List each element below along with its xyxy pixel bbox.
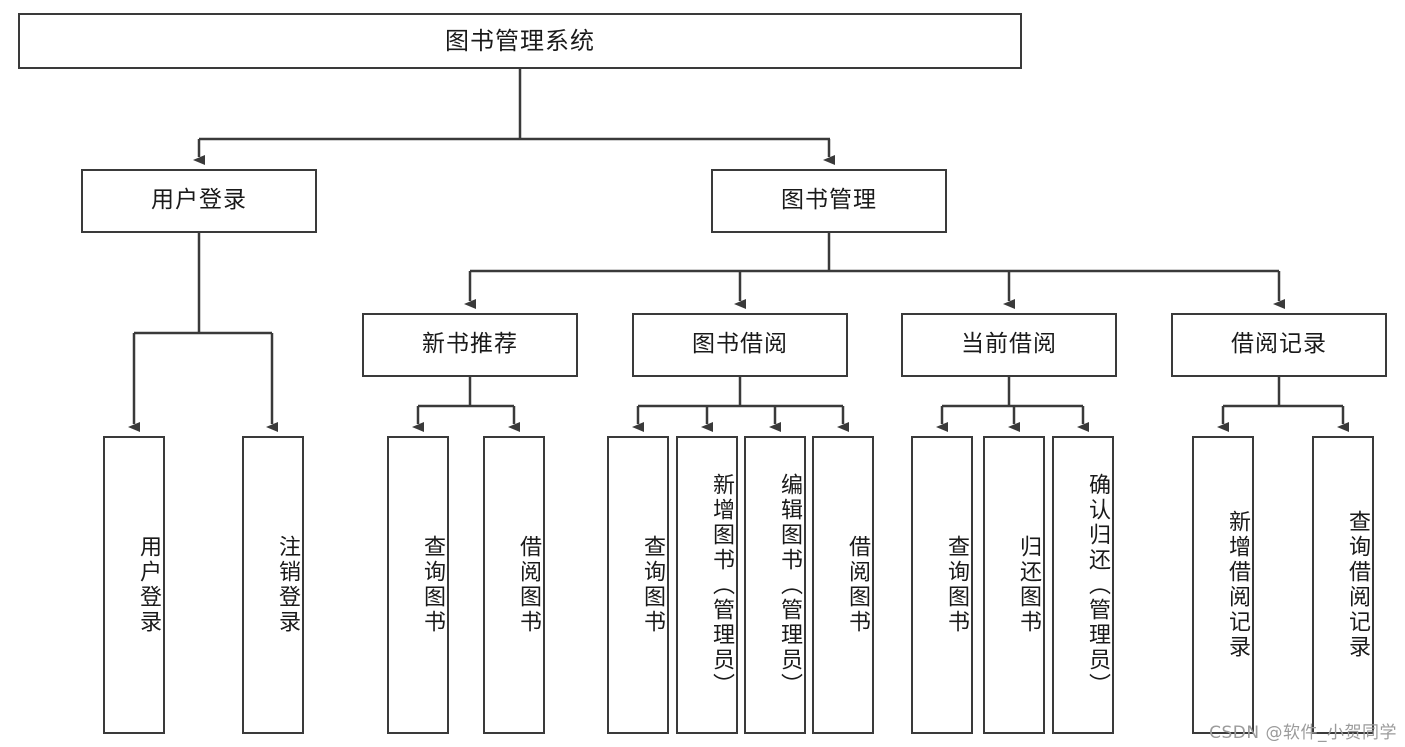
node-leaf-user-login[interactable]: 用户登录: [103, 436, 165, 734]
csdn-watermark: CSDN @软件_小贺同学: [1209, 723, 1397, 743]
node-leaf-user-login-label: 用户登录: [136, 535, 161, 635]
node-borrow-record-label: 借阅记录: [1231, 331, 1327, 358]
node-leaf-edit-book-label: 编辑图书（管理员）: [777, 472, 802, 698]
node-leaf-return-book-label: 归还图书: [1016, 535, 1041, 635]
node-leaf-query-record-label: 查询借阅记录: [1345, 510, 1370, 660]
node-new-book-rec[interactable]: 新书推荐: [362, 313, 578, 377]
node-book-borrow[interactable]: 图书借阅: [632, 313, 848, 377]
node-leaf-borrow-book-1[interactable]: 借阅图书: [483, 436, 545, 734]
node-leaf-confirm-return-label: 确认归还（管理员）: [1085, 472, 1110, 698]
node-leaf-borrow-book-1-label: 借阅图书: [516, 535, 541, 635]
node-leaf-confirm-return[interactable]: 确认归还（管理员）: [1052, 436, 1114, 734]
node-leaf-add-book-label: 新增图书（管理员）: [709, 472, 734, 698]
node-leaf-query-record[interactable]: 查询借阅记录: [1312, 436, 1374, 734]
node-current-borrow-label: 当前借阅: [961, 331, 1057, 358]
node-leaf-query-book-2-label: 查询图书: [640, 535, 665, 635]
node-leaf-edit-book[interactable]: 编辑图书（管理员）: [744, 436, 806, 734]
node-book-manage[interactable]: 图书管理: [711, 169, 947, 233]
node-root[interactable]: 图书管理系统: [18, 13, 1022, 69]
node-leaf-query-book-2[interactable]: 查询图书: [607, 436, 669, 734]
node-leaf-query-book-3-label: 查询图书: [944, 535, 969, 635]
node-book-manage-label: 图书管理: [781, 187, 877, 214]
node-leaf-borrow-book-2-label: 借阅图书: [845, 535, 870, 635]
node-root-label: 图书管理系统: [445, 26, 595, 55]
node-current-borrow[interactable]: 当前借阅: [901, 313, 1117, 377]
node-leaf-query-book-3[interactable]: 查询图书: [911, 436, 973, 734]
node-leaf-borrow-book-2[interactable]: 借阅图书: [812, 436, 874, 734]
node-leaf-query-book-1-label: 查询图书: [420, 535, 445, 635]
node-book-borrow-label: 图书借阅: [692, 331, 788, 358]
node-user-login-label: 用户登录: [151, 187, 247, 214]
node-user-login[interactable]: 用户登录: [81, 169, 317, 233]
node-new-book-rec-label: 新书推荐: [422, 331, 518, 358]
node-leaf-user-logout[interactable]: 注销登录: [242, 436, 304, 734]
node-leaf-add-book[interactable]: 新增图书（管理员）: [676, 436, 738, 734]
node-borrow-record[interactable]: 借阅记录: [1171, 313, 1387, 377]
node-leaf-add-record[interactable]: 新增借阅记录: [1192, 436, 1254, 734]
node-leaf-query-book-1[interactable]: 查询图书: [387, 436, 449, 734]
node-leaf-return-book[interactable]: 归还图书: [983, 436, 1045, 734]
node-leaf-user-logout-label: 注销登录: [275, 535, 300, 635]
node-leaf-add-record-label: 新增借阅记录: [1225, 510, 1250, 660]
